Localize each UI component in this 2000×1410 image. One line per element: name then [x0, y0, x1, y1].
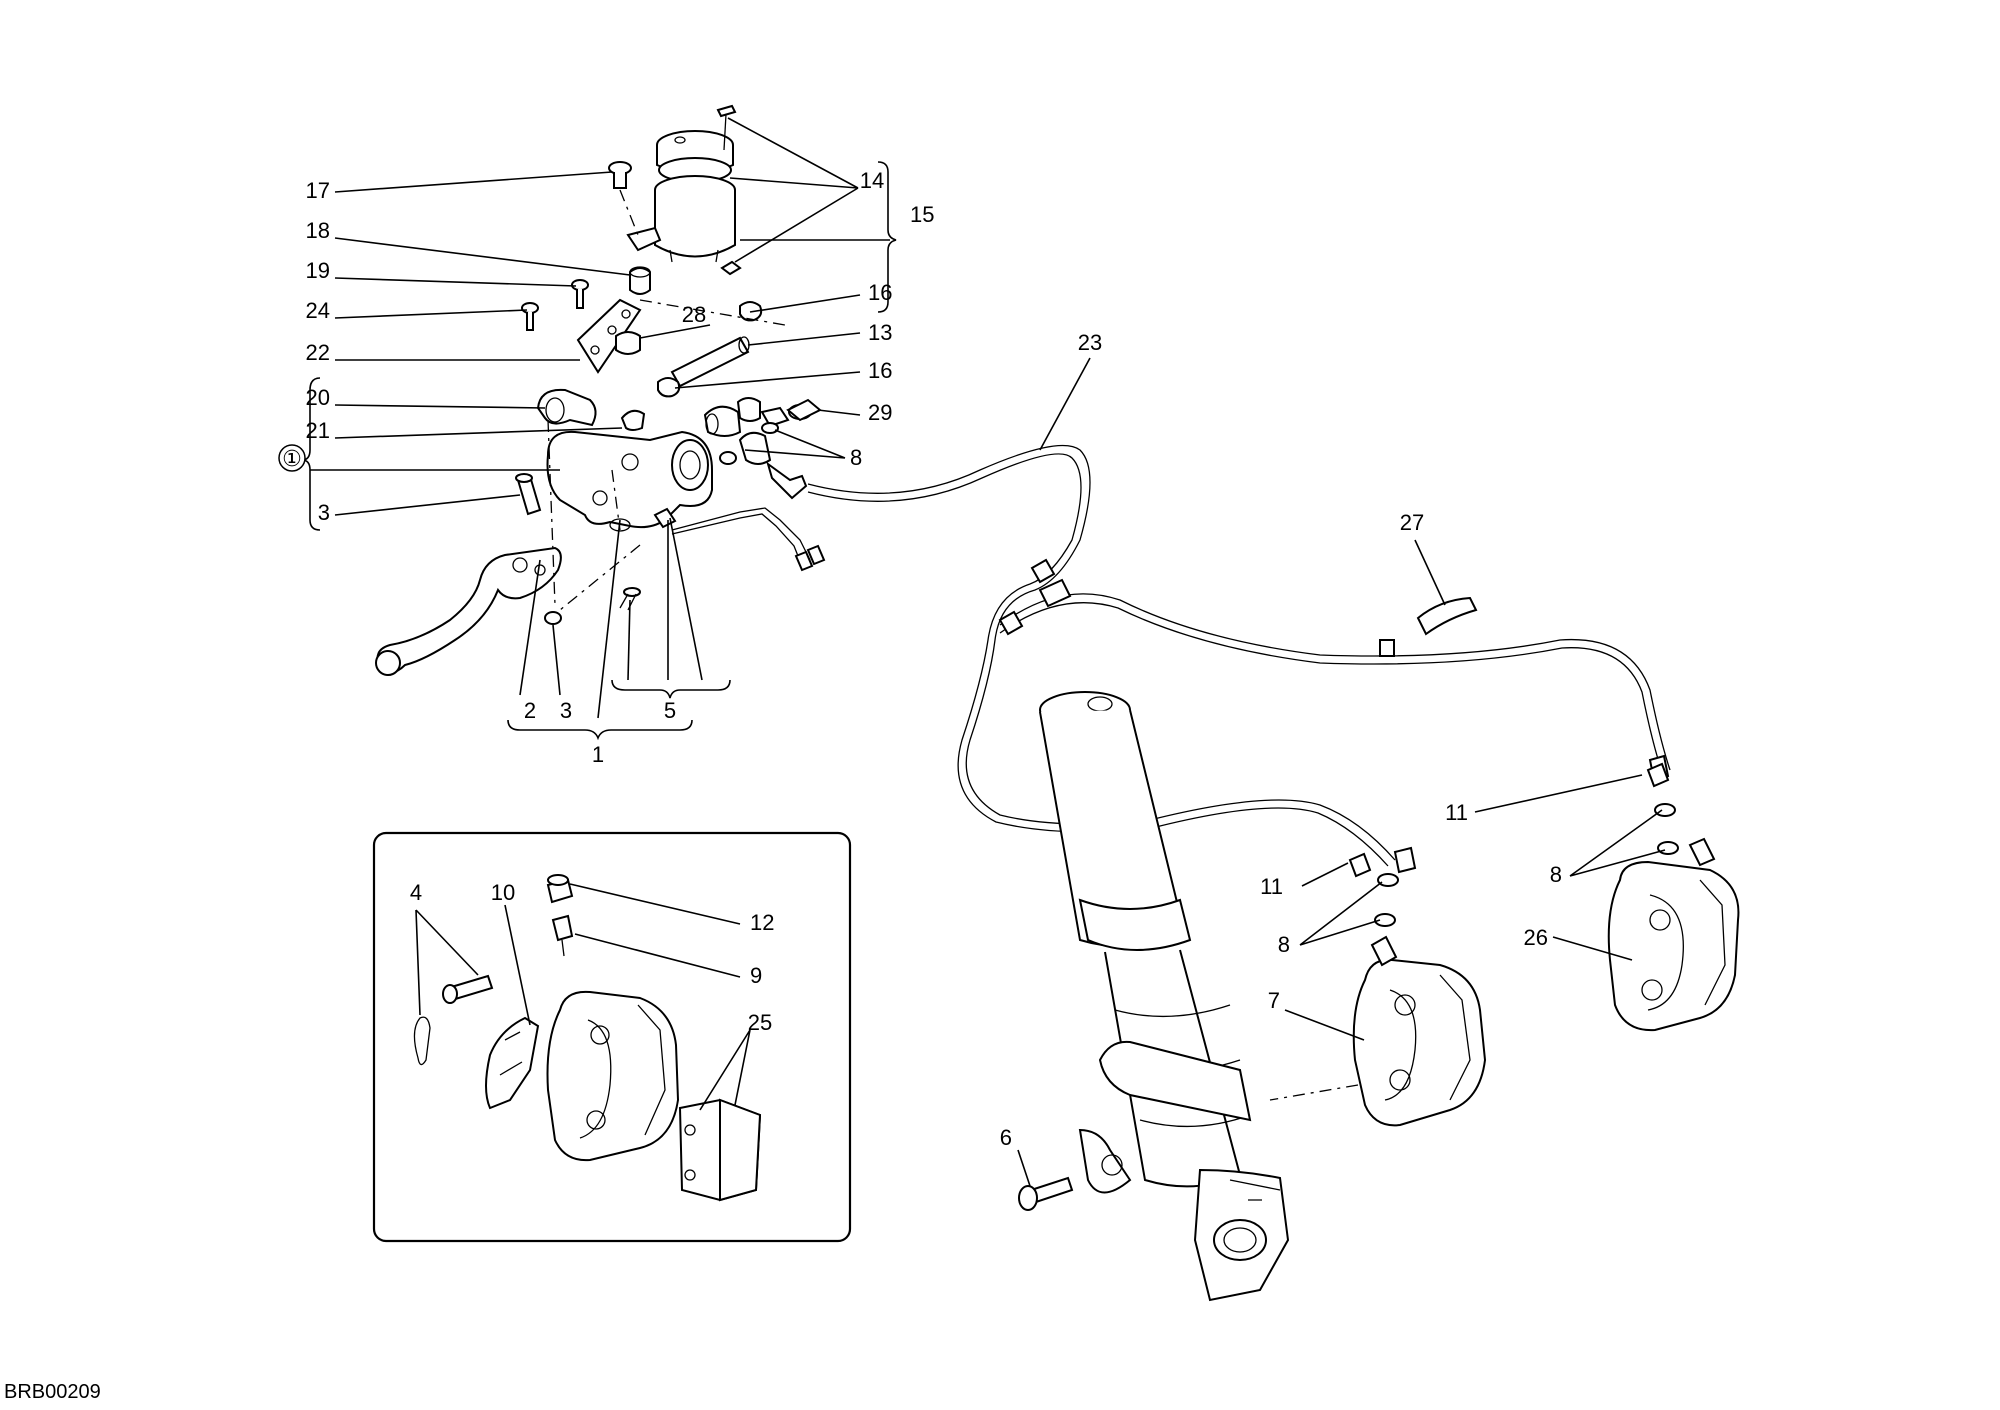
banjo-fittings	[703, 397, 822, 500]
r-clip-4	[413, 1016, 431, 1066]
grommet-28	[615, 331, 641, 355]
callout-8: 8	[850, 445, 862, 470]
reservoir-bracket	[626, 226, 662, 252]
callout-27: 27	[1400, 510, 1424, 535]
brake-caliper-7	[1269, 935, 1487, 1127]
bracket-plate-22	[576, 298, 642, 374]
fluid-reservoir	[654, 130, 736, 263]
banjo-bolts-11	[1348, 762, 1679, 927]
callout-22: 22	[306, 340, 330, 365]
hose-clip-27	[1416, 596, 1478, 636]
pad-spring-10	[485, 1016, 540, 1110]
callout-28: 28	[682, 302, 706, 327]
callout-2: 2	[524, 698, 536, 723]
callout-20: 20	[306, 385, 330, 410]
fitting-21	[620, 409, 646, 431]
hose-ferrule	[1393, 846, 1417, 874]
callout-29: 29	[868, 400, 892, 425]
callout-15: 15	[910, 202, 934, 227]
callout-25: 25	[748, 1010, 772, 1035]
callout-8: 8	[1550, 862, 1562, 887]
callout-3: 3	[318, 500, 330, 525]
callout-10: 10	[491, 880, 515, 905]
callout-26: 26	[1524, 925, 1548, 950]
group-marker: ①	[278, 444, 306, 472]
callout-5: 5	[664, 698, 676, 723]
brake-hose-23	[807, 444, 1671, 874]
reservoir-clip	[720, 260, 742, 276]
hose-ferrule	[1038, 578, 1072, 608]
callout-3: 3	[560, 698, 572, 723]
callout-11: 11	[1445, 800, 1468, 825]
callout-14: 14	[860, 168, 884, 193]
hose-ferrule	[1379, 639, 1395, 657]
callout-9: 9	[750, 963, 762, 988]
callout-4: 4	[410, 880, 422, 905]
callout-21: 21	[306, 418, 330, 443]
brake-switch-5	[653, 507, 826, 572]
fork-leg	[1039, 691, 1290, 1302]
hose-ferrule	[1030, 558, 1056, 584]
washer-3	[544, 611, 562, 625]
drawing-code: BRB00209	[4, 1381, 101, 1403]
callout-8: 8	[1278, 932, 1290, 957]
callout-16: 16	[868, 280, 892, 305]
master-cylinder-body	[546, 430, 713, 532]
screw-24	[521, 302, 539, 331]
mounting-bolt-6	[1018, 1176, 1074, 1211]
callout-18: 18	[306, 218, 330, 243]
callout-labels: 17 18 19 24 22 20 21 3 ① 14 15 16 28 13 …	[278, 168, 1562, 1150]
handlebar-clamp-20	[536, 388, 597, 427]
callout-24: 24	[306, 298, 330, 323]
reservoir-hose-13	[670, 336, 750, 388]
inset-caliper	[546, 990, 680, 1162]
screw-19	[571, 279, 589, 309]
pivot-bolt-3	[515, 473, 542, 516]
screw-5	[619, 587, 641, 611]
callout-17: 17	[306, 178, 330, 203]
hose-ferrule	[998, 610, 1024, 636]
callout-23: 23	[1078, 330, 1102, 355]
group-marker-label: ①	[282, 446, 302, 471]
callout-1: 1	[592, 742, 604, 767]
callout-19: 19	[306, 258, 330, 283]
bleeder-valve-9	[551, 914, 574, 942]
callout-6: 6	[1000, 1125, 1012, 1150]
master-cylinder-assembly	[375, 104, 826, 676]
callout-13: 13	[868, 320, 892, 345]
callout-11: 11	[1260, 874, 1283, 899]
screw-17	[608, 161, 632, 189]
inset-detail-box	[372, 831, 852, 1243]
leader-lines	[310, 117, 1666, 1187]
callout-12: 12	[750, 910, 774, 935]
grommet-18	[629, 266, 651, 295]
callout-16: 16	[868, 358, 892, 383]
brake-caliper-26	[1607, 837, 1740, 1032]
reservoir-screw	[716, 104, 737, 151]
callout-7: 7	[1268, 988, 1280, 1013]
